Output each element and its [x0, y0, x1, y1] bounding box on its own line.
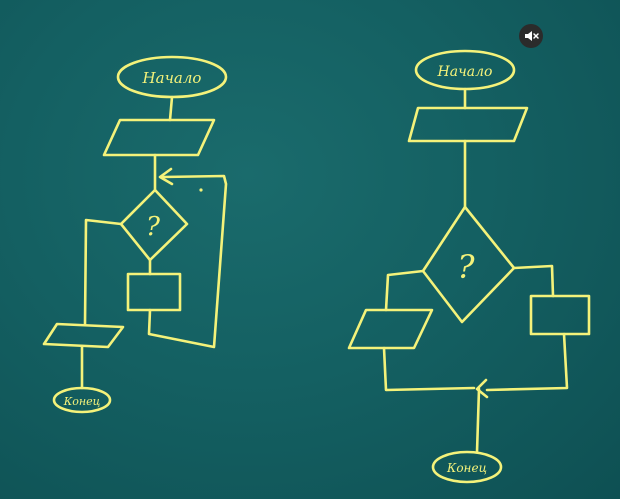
right-right-branch-line	[512, 264, 555, 298]
right-connector-3	[475, 387, 481, 454]
left-start-label: Начало	[142, 69, 202, 87]
left-exit-line	[83, 218, 123, 326]
right-decision-label: ?	[457, 248, 475, 286]
left-connector-1	[168, 95, 174, 122]
left-loop-back-line	[147, 174, 228, 349]
right-start-label: Начало	[437, 64, 493, 80]
right-right-merge-line	[485, 332, 569, 392]
left-output-block	[42, 322, 125, 349]
left-end-terminal	[52, 386, 112, 414]
right-left-merge-line	[382, 346, 476, 392]
right-end-terminal	[431, 450, 503, 484]
chalk-dot	[199, 188, 203, 192]
right-left-output-block	[347, 308, 434, 350]
speaker-muted-icon	[525, 31, 539, 41]
right-right-process-block	[529, 294, 591, 336]
right-end-label: Конец	[446, 461, 487, 475]
right-decision-diamond	[421, 205, 516, 324]
left-end-label: Конец	[63, 395, 101, 408]
left-loop-arrow	[158, 167, 174, 186]
left-flowchart: Начало ? Конец	[42, 55, 228, 414]
right-left-branch-line	[384, 269, 425, 312]
left-input-block	[102, 118, 216, 157]
right-flowchart: Начало ? Конец	[347, 49, 591, 484]
mute-button[interactable]	[519, 24, 543, 48]
right-merge-arrow	[475, 378, 489, 399]
right-input-block	[407, 106, 529, 143]
left-decision-label: ?	[146, 212, 161, 242]
left-process-block	[126, 272, 182, 312]
